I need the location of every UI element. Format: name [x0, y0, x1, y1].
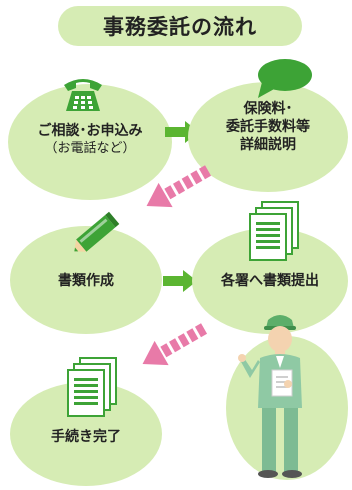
page-title: 事務委託の流れ [103, 15, 257, 39]
step-submit-title: 各署へ書類提出 [221, 273, 319, 289]
step-consult-label: ご相談･お申込み （お電話など） [8, 122, 172, 158]
step-consult-title: ご相談･お申込み [37, 123, 143, 139]
green-arrow-right-2 [163, 270, 197, 292]
step-explain-bubble [188, 82, 348, 192]
pencil-icon [74, 211, 120, 252]
step-complete-title: 手続き完了 [51, 429, 121, 445]
step-complete-label: 手続き完了 [10, 428, 162, 446]
documents-stack-icon [249, 201, 299, 261]
step-documents-title: 書類作成 [58, 273, 114, 289]
pink-arrow-down-left-2 [142, 323, 208, 366]
telephone-icon [64, 79, 102, 111]
step-explain-line3: 詳細説明 [240, 137, 296, 153]
step-explain-line2: 委託手数料等 [226, 119, 310, 135]
pink-arrow-down-left-1 [146, 165, 212, 208]
step-consult-note: （お電話など） [44, 141, 136, 156]
speech-bubble-icon [258, 59, 312, 98]
step-explain-line1: 保険料･ [243, 101, 293, 117]
title-pill: 事務委託の流れ [58, 6, 302, 46]
step-explain-label: 保険料･ 委託手数料等 詳細説明 [188, 100, 348, 154]
worker-illustration [238, 315, 302, 478]
documents-stack-icon-2 [67, 357, 117, 417]
step-documents-label: 書類作成 [10, 272, 162, 290]
step-submit-label: 各署へ書類提出 [192, 272, 348, 290]
